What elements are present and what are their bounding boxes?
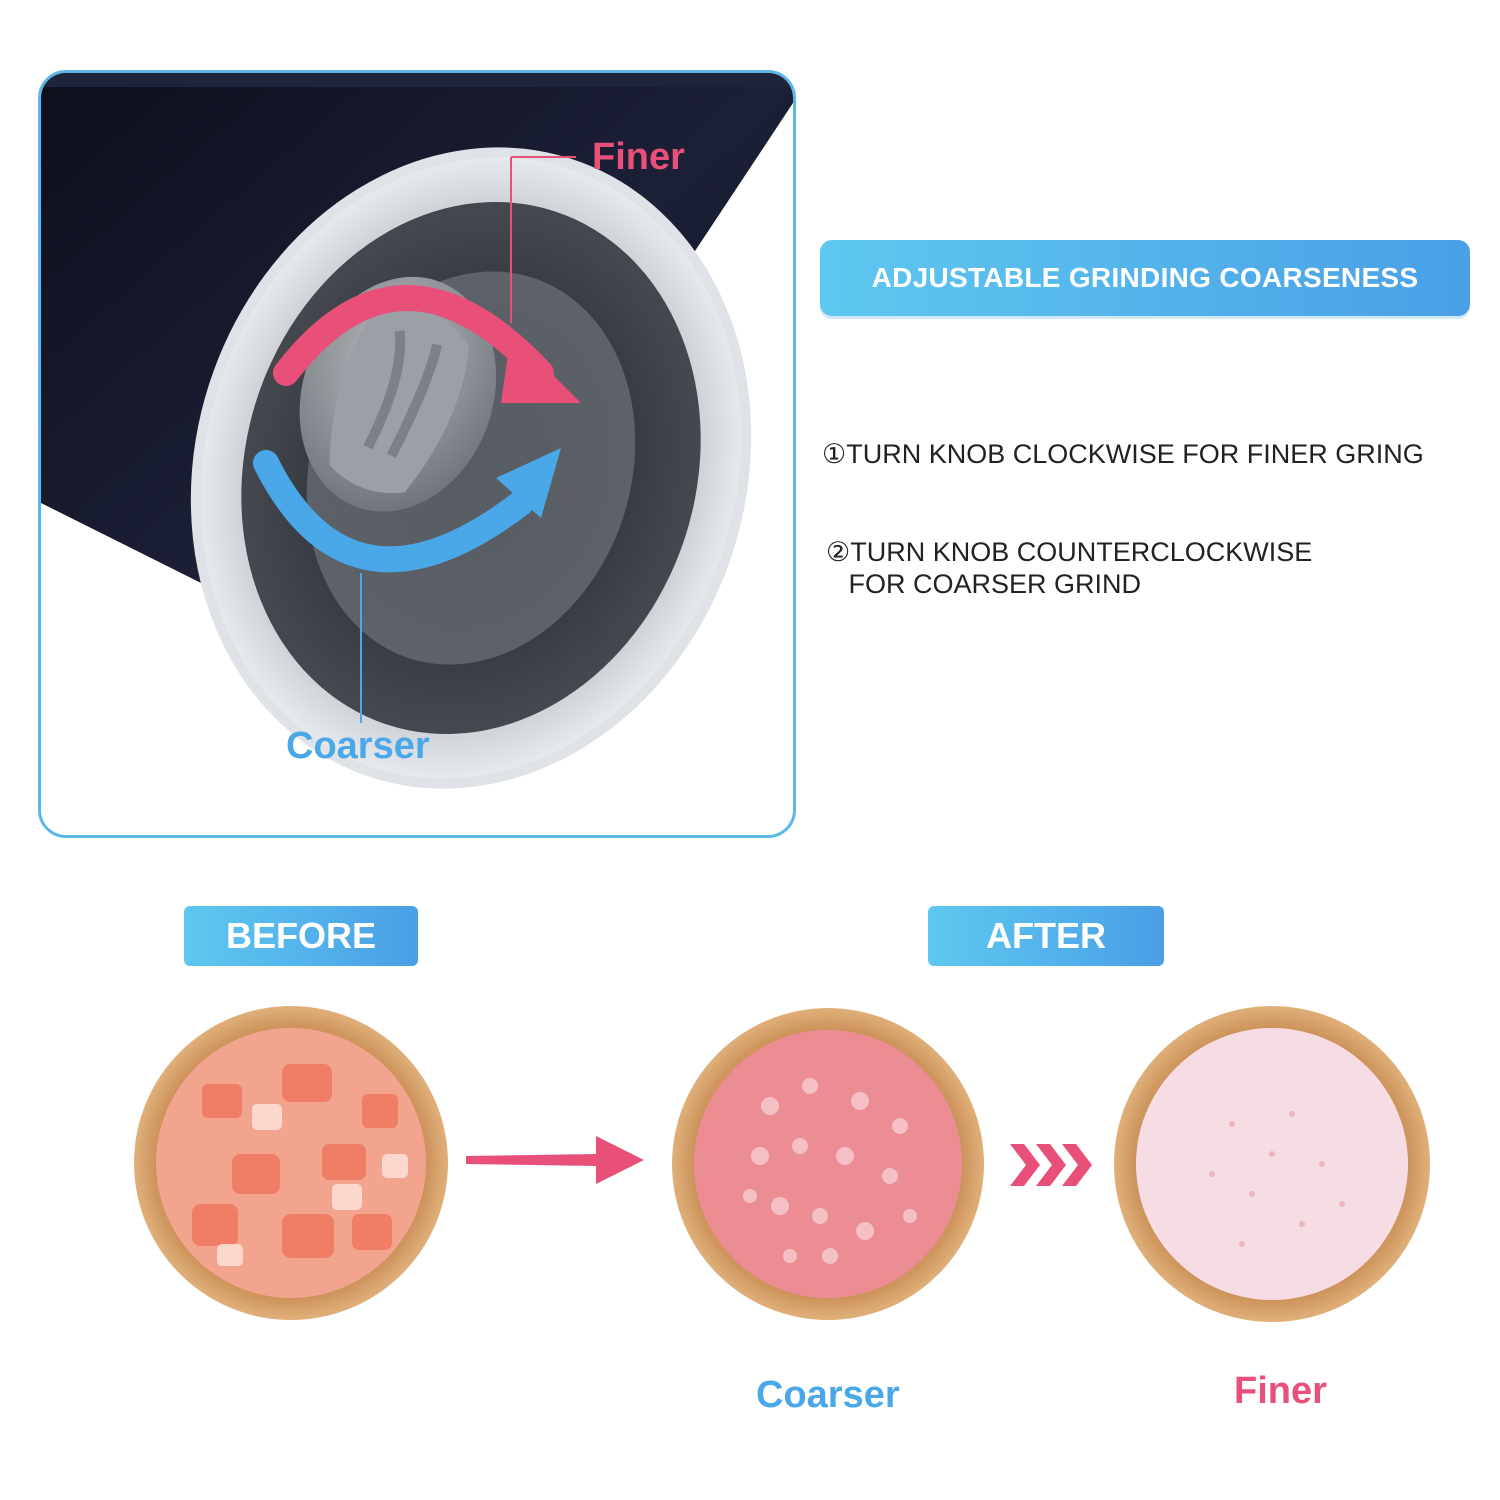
before-tag: BEFORE: [184, 906, 418, 966]
coarser-result-label: Coarser: [756, 1374, 900, 1416]
bowl-before: [134, 1006, 448, 1320]
grinder-illustration: [41, 73, 793, 789]
coarser-label: Coarser: [286, 725, 430, 767]
bowl-finer: [1114, 1006, 1430, 1322]
instruction-step-1: ①TURN KNOB CLOCKWISE FOR FINER GRING: [822, 439, 1424, 469]
triple-chevron-icon: [1010, 1144, 1092, 1186]
finer-result-label: Finer: [1234, 1370, 1327, 1412]
counterclockwise-arrow-icon: [253, 448, 561, 573]
instruction-step-2: ②TURN KNOB COUNTERCLOCKWISE FOR COARSER …: [826, 537, 1313, 599]
after-tag: AFTER: [928, 906, 1164, 966]
finer-label: Finer: [592, 136, 685, 178]
adjust-knob: [299, 276, 497, 512]
clockwise-arrow-icon: [273, 285, 581, 403]
feature-banner: ADJUSTABLE GRINDING COARSENESS: [820, 240, 1470, 316]
right-arrow-icon: [466, 1136, 644, 1184]
grinder-image-frame: [38, 70, 796, 838]
bowl-coarser: [672, 1008, 984, 1320]
